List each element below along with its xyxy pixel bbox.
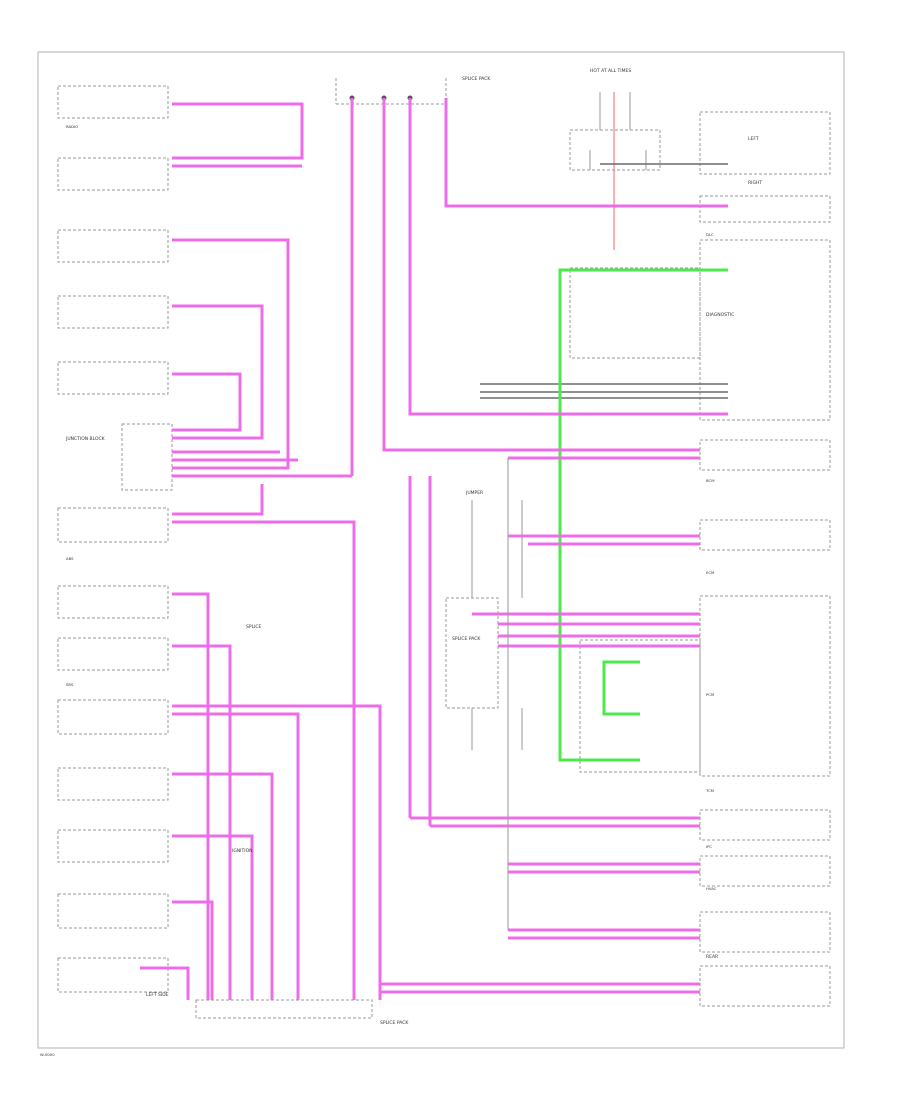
diag-label: DIAGNOSTIC xyxy=(706,312,734,318)
data-wire-l10 xyxy=(172,520,356,1000)
data-link-connector xyxy=(699,239,831,421)
component-box-7 xyxy=(57,585,169,619)
jumper-label: JUMPER xyxy=(465,490,483,496)
footer-code: W-0000 xyxy=(40,1052,55,1057)
data-wire-l16 xyxy=(172,834,254,1000)
engine-module-box xyxy=(579,639,701,773)
data-wire-l11 xyxy=(172,592,210,1000)
component-box-8 xyxy=(57,637,169,671)
ground-wires xyxy=(480,163,728,399)
fuse-label: HOT AT ALL TIMES xyxy=(590,68,631,74)
fuse-leads xyxy=(589,92,647,170)
lan-wire-main xyxy=(558,268,728,762)
splice-top-label: SPLICE PACK xyxy=(462,76,491,82)
component-box-6 xyxy=(57,507,169,543)
data-wire-l15 xyxy=(172,772,274,1000)
component-box-11 xyxy=(57,829,169,863)
component-box-r6 xyxy=(699,809,831,841)
component-box-r9 xyxy=(699,965,831,1007)
lan-module-box xyxy=(569,267,701,359)
junction-label: JUNCTION BLOCK xyxy=(65,436,106,442)
component-box-r3 xyxy=(699,439,831,471)
data-wire-v3 xyxy=(408,98,728,416)
radio-label: RADIO xyxy=(66,124,78,129)
component-box-13 xyxy=(57,957,169,993)
data-wire-l5 xyxy=(172,372,242,432)
component-box-r4 xyxy=(699,519,831,551)
data-wire-l18 xyxy=(140,966,190,1000)
data-wire-l1 xyxy=(172,102,304,160)
dlc-label: DLC xyxy=(706,232,714,237)
left-components xyxy=(57,85,173,993)
ecm-label: ECM xyxy=(706,570,714,575)
grey-leads xyxy=(471,458,523,930)
tcm-label: TCM xyxy=(705,788,714,793)
lan-wires xyxy=(558,268,728,762)
data-wire-l13 xyxy=(172,704,382,1000)
right-label: RIGHT xyxy=(748,180,762,186)
data-wire-l3 xyxy=(172,238,290,470)
data-wire-l14 xyxy=(172,712,300,1000)
component-box-2 xyxy=(57,157,169,191)
ignition-label: IGNITION xyxy=(232,848,253,854)
data-wire-l9 xyxy=(172,484,264,516)
fuse-block xyxy=(569,92,661,171)
lan-wire-loop xyxy=(602,660,640,716)
junction-block xyxy=(121,423,173,491)
component-box-9 xyxy=(57,699,169,735)
splice-bottom-label: SPLICE PACK xyxy=(380,1020,409,1026)
component-box-10 xyxy=(57,767,169,801)
component-box-r8 xyxy=(699,911,831,953)
pcm-label: PCM xyxy=(706,692,714,697)
component-box-3 xyxy=(57,229,169,263)
center-splice-label: SPLICE PACK xyxy=(452,636,481,642)
component-box-r5 xyxy=(699,595,831,777)
left-side-label: LEFT SIDE xyxy=(146,992,169,998)
bottom-splice-pack xyxy=(195,999,373,1019)
grey-leads-lower xyxy=(471,708,523,750)
data-wire-v4 xyxy=(444,98,728,208)
component-box-r2 xyxy=(699,195,831,223)
data-wire-l4 xyxy=(172,304,264,440)
component-box-4 xyxy=(57,295,169,329)
data-wires xyxy=(140,98,728,1000)
splice-label: SPLICE xyxy=(246,624,262,630)
component-box-5 xyxy=(57,361,169,395)
abs-label: ABS xyxy=(66,556,74,561)
component-box-1 xyxy=(57,85,169,119)
rear-label: REAR xyxy=(706,954,718,960)
component-box-12 xyxy=(57,893,169,929)
srs-label: SRS xyxy=(66,682,74,687)
grey-leads-upper xyxy=(471,500,523,598)
hvac-label: HVAC xyxy=(706,886,717,891)
data-wire-l17 xyxy=(172,900,214,1000)
data-wire-v2 xyxy=(382,98,700,452)
ipc-label: IPC xyxy=(706,844,712,849)
left-label: LEFT xyxy=(748,136,759,142)
diagram-frame xyxy=(37,51,845,1049)
data-wire-l12 xyxy=(172,644,232,1000)
component-box-r7 xyxy=(699,855,831,887)
component-box-r1 xyxy=(699,111,831,175)
bcm-label: BCM xyxy=(706,478,714,483)
